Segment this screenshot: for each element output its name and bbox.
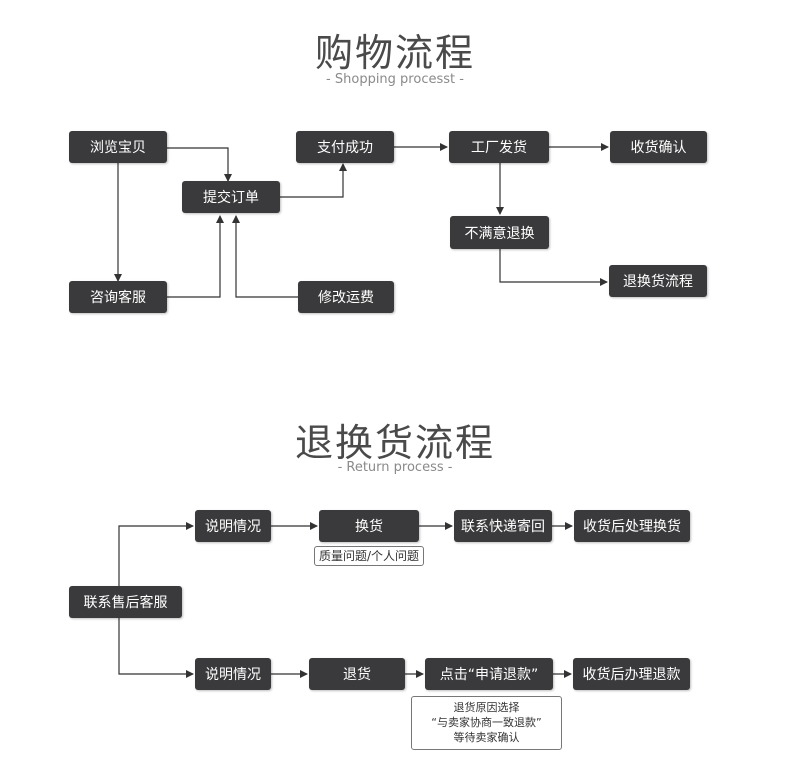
- note-exchange-reason: 质量问题/个人问题: [314, 546, 424, 566]
- node-payment-success: 支付成功: [296, 131, 394, 163]
- node-contact-service: 联系售后客服: [69, 586, 182, 618]
- returns-title: 退换货流程: [294, 421, 495, 465]
- node-browse: 浏览宝贝: [69, 131, 167, 163]
- note-refund-line-3: 等待卖家确认: [453, 731, 520, 744]
- returns-subtitle: - Return process -: [337, 460, 453, 475]
- shopping-title: 购物流程: [314, 31, 475, 75]
- node-explain-exchange: 说明情况: [195, 510, 271, 542]
- connector-browse-submit: [167, 147, 232, 182]
- note-refund-line-2: “与卖家协商一致退款”: [431, 716, 542, 729]
- node-return-goods: 退货: [309, 658, 405, 690]
- node-factory-ship: 工厂发货: [449, 131, 549, 163]
- node-apply-refund: 点击“申请退款”: [425, 658, 553, 690]
- node-receive-refund: 收货后办理退款: [573, 658, 690, 690]
- node-exchange: 换货: [319, 510, 419, 542]
- node-consult: 咨询客服: [69, 281, 167, 313]
- node-submit-order: 提交订单: [182, 181, 280, 213]
- node-explain-refund: 说明情况: [195, 658, 271, 690]
- note-refund-line-1: 退货原因选择: [453, 701, 520, 714]
- node-express-return: 联系快递寄回: [454, 510, 552, 542]
- connector-submit-paid: [280, 163, 347, 198]
- shopping-subtitle: - Shopping processt -: [326, 72, 464, 87]
- connector-consult-submit: [167, 215, 224, 298]
- connector-modify-submit: [232, 215, 298, 298]
- connector-contact-explain-refund: [118, 618, 194, 678]
- connector-unsatisfied-returnflow: [499, 249, 608, 286]
- node-receive-exchange: 收货后处理换货: [574, 510, 690, 542]
- node-unsatisfied: 不满意退换: [450, 216, 549, 249]
- node-confirm-receipt: 收货确认: [610, 131, 707, 163]
- note-refund-instructions: 退货原因选择 “与卖家协商一致退款” 等待卖家确认: [411, 696, 562, 750]
- node-modify-freight: 修改运费: [298, 281, 394, 313]
- node-return-flow: 退换货流程: [609, 265, 707, 297]
- connector-contact-explain-exchange: [118, 522, 194, 586]
